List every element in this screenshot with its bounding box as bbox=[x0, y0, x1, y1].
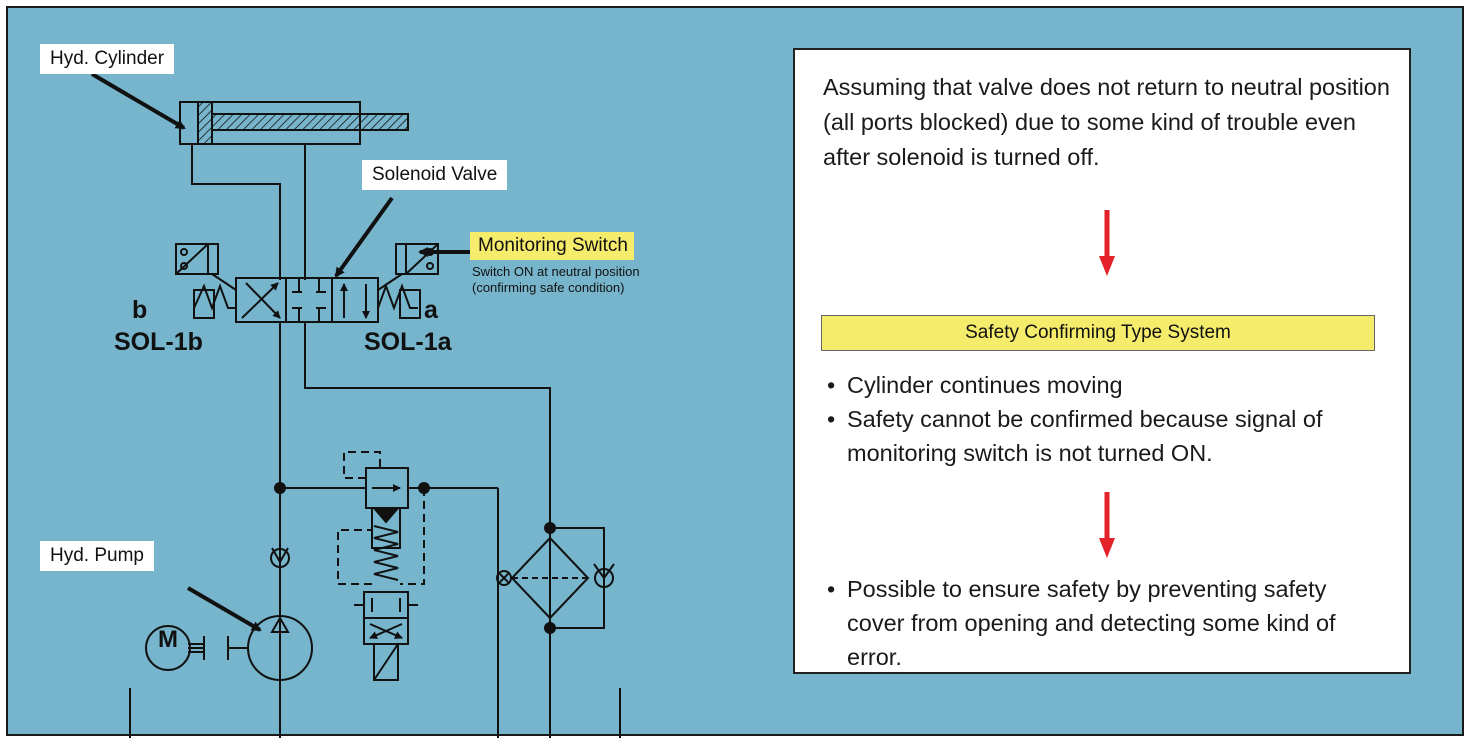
conclusion-list: Possible to ensure safety by preventing … bbox=[821, 572, 1361, 674]
monitoring-switch-note: Switch ON at neutral position (confirmin… bbox=[472, 264, 640, 295]
sol-a-letter: a bbox=[424, 296, 438, 324]
motor-label: M bbox=[158, 626, 178, 653]
hyd-pump-label: Hyd. Pump bbox=[40, 541, 154, 571]
hydraulic-circuit bbox=[90, 72, 621, 738]
list-item: Safety cannot be confirmed because signa… bbox=[821, 402, 1391, 470]
arrow-down-icon bbox=[1099, 210, 1115, 276]
diagram-frame: Hyd. Cylinder Solenoid Valve Monitoring … bbox=[6, 6, 1464, 738]
relief-valve-symbol bbox=[280, 451, 499, 738]
solenoid-valve-label: Solenoid Valve bbox=[362, 160, 508, 190]
list-item: Possible to ensure safety by preventing … bbox=[821, 572, 1361, 674]
solenoid-valve-symbol bbox=[175, 243, 439, 323]
hyd-cylinder-label: Hyd. Cylinder bbox=[40, 44, 175, 74]
monitoring-switch-label: Monitoring Switch bbox=[470, 232, 634, 260]
arrow-down-icon bbox=[1099, 492, 1115, 558]
hyd-pump-symbol bbox=[145, 547, 313, 681]
list-item: Cylinder continues moving bbox=[821, 368, 1391, 402]
system-title-box: Safety Confirming Type System bbox=[821, 315, 1375, 351]
sol-b-letter: b bbox=[132, 296, 148, 324]
sol-1b-label: SOL-1b bbox=[114, 328, 203, 356]
sol-1a-label: SOL-1a bbox=[364, 328, 452, 356]
results-list: Cylinder continues moving Safety cannot … bbox=[821, 368, 1391, 470]
explanation-panel: Assuming that valve does not return to n… bbox=[793, 48, 1411, 674]
filter-symbol bbox=[496, 527, 615, 738]
assumption-text: Assuming that valve does not return to n… bbox=[823, 74, 1390, 170]
hyd-cylinder-symbol bbox=[179, 101, 409, 145]
